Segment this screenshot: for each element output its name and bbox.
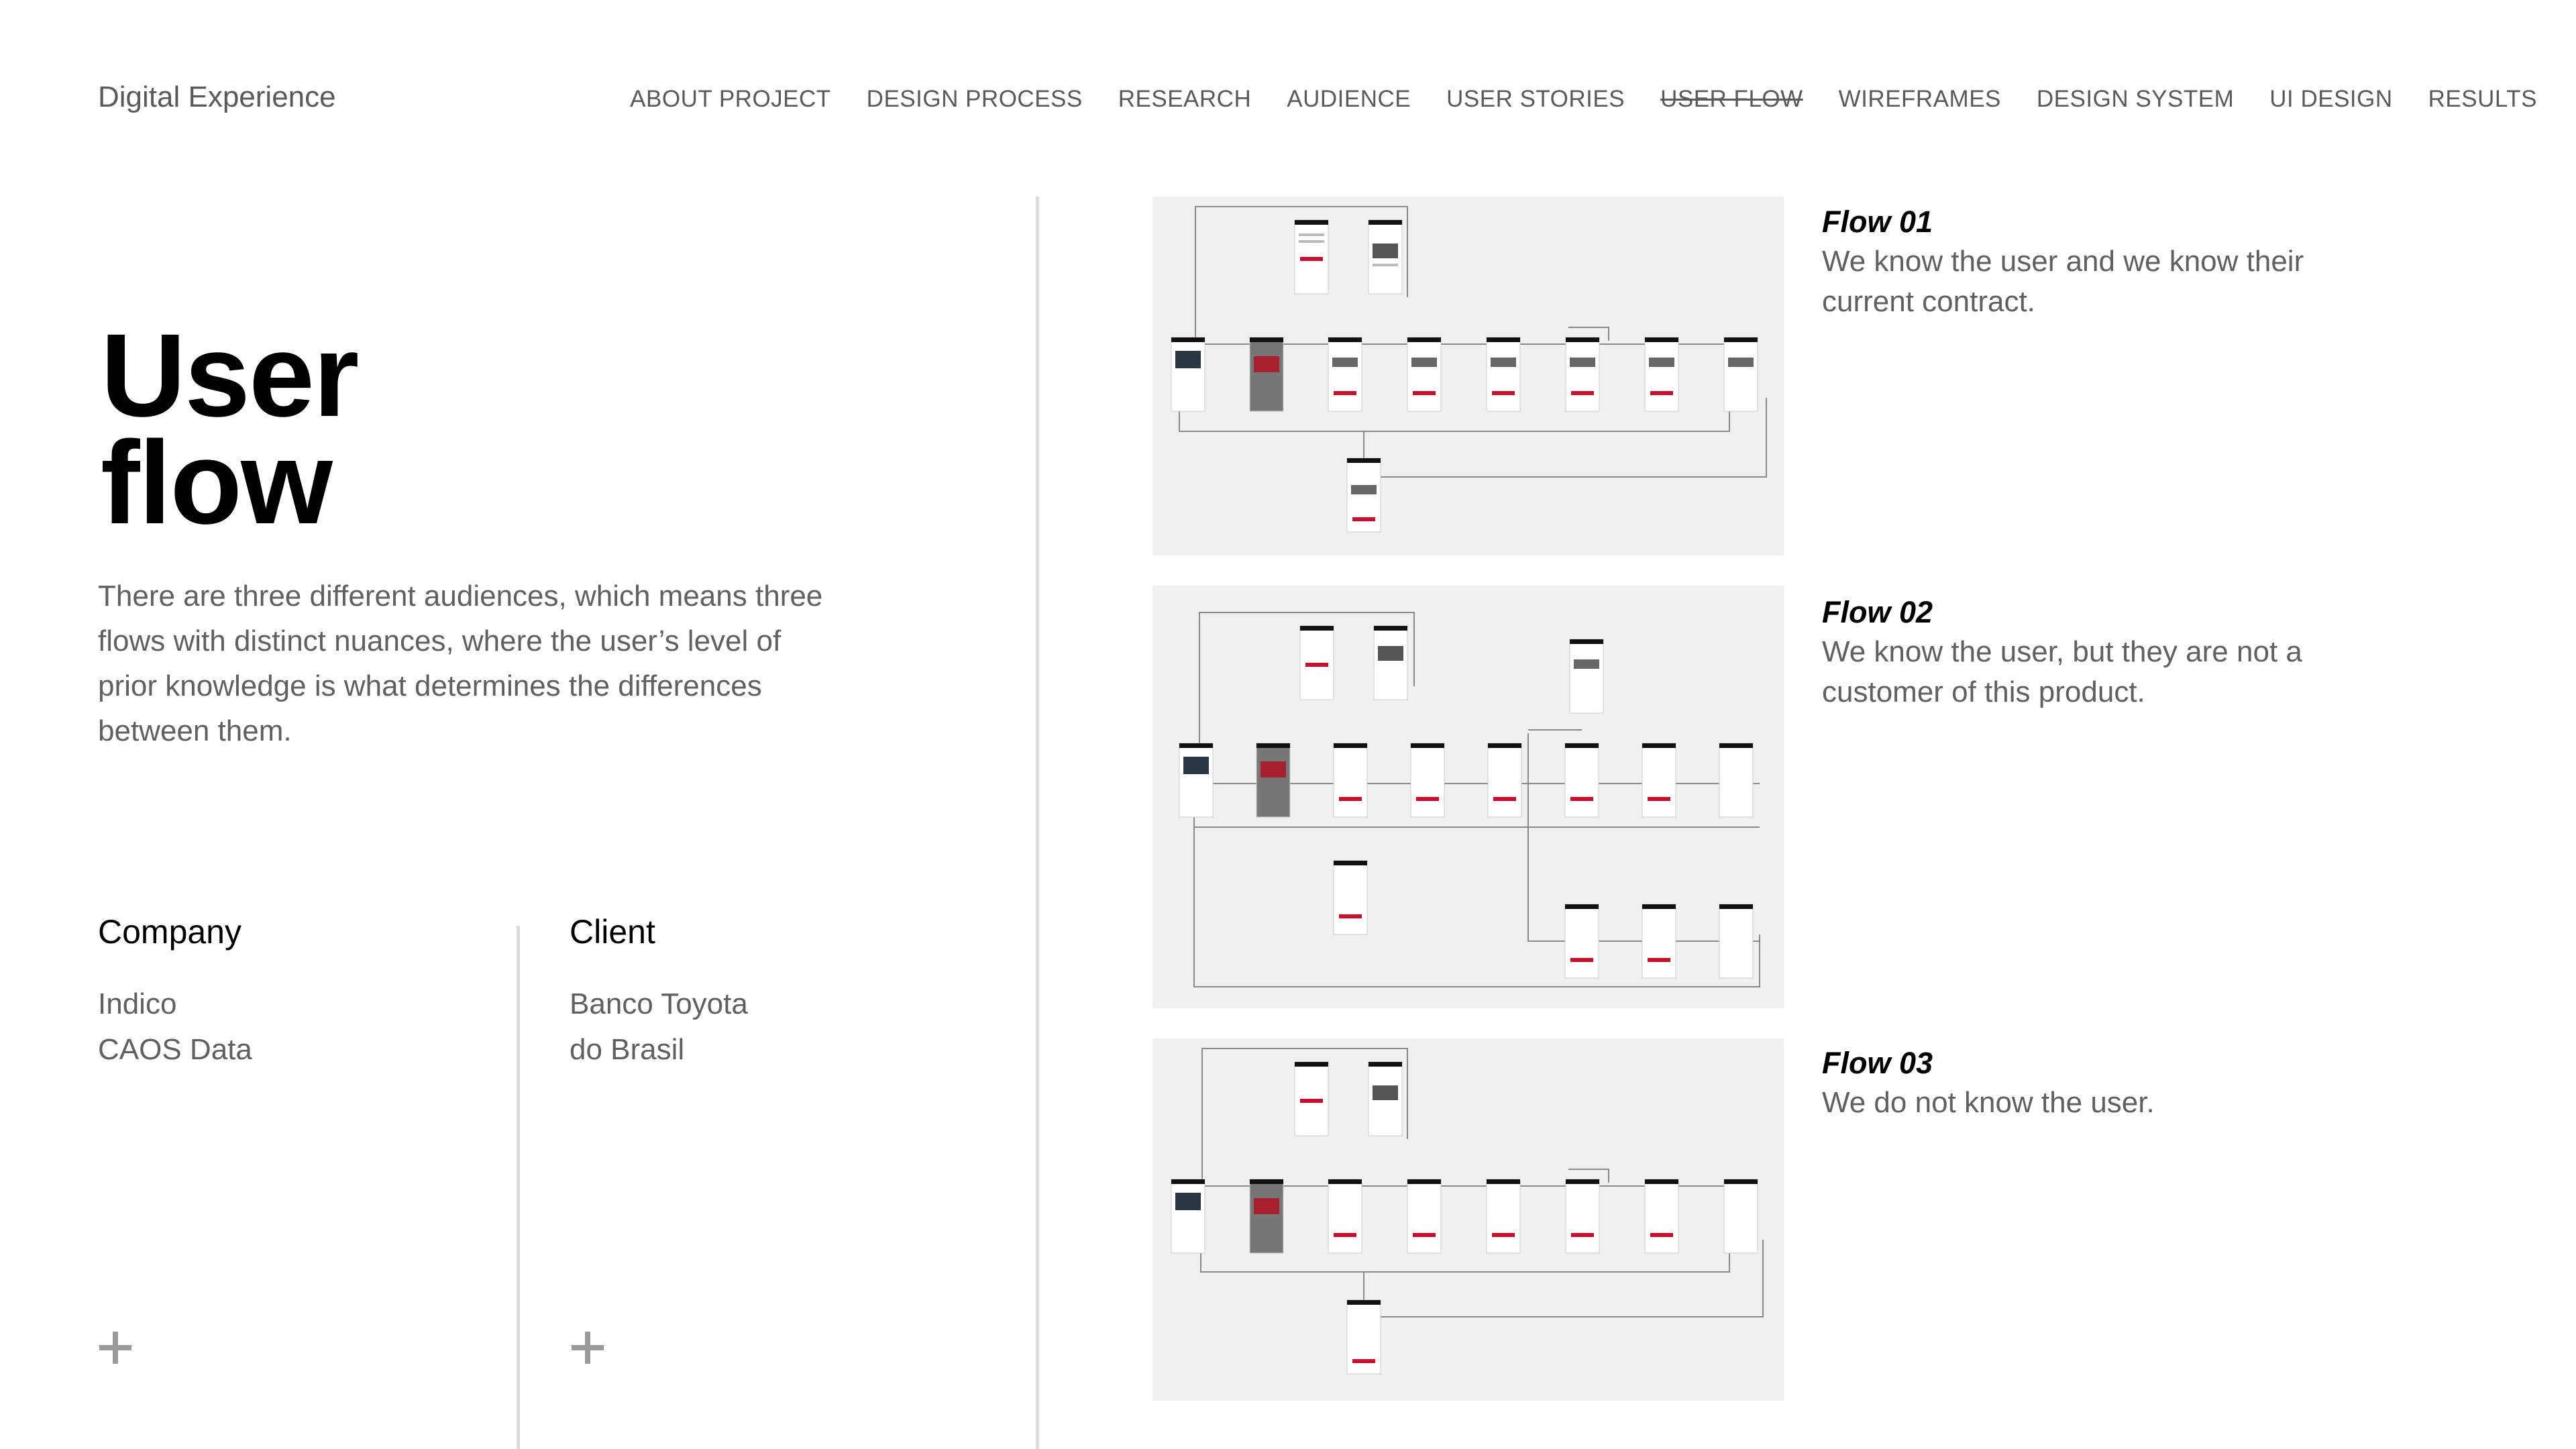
company-block: Company Indico CAOS Data (98, 912, 252, 1073)
flow-03-diagram-svg (1171, 1048, 1764, 1375)
screen-top-2 (1373, 625, 1408, 700)
client-line-1: Banco Toyota (570, 987, 748, 1020)
screen-top-2 (1368, 219, 1403, 294)
flow-03-diagram[interactable] (1152, 1038, 1784, 1401)
nav-results[interactable]: RESULTS (2428, 86, 2537, 112)
flow-03-screens (1171, 1061, 1758, 1375)
screen-row-4 (1410, 743, 1445, 818)
screen-row-8 (1723, 337, 1758, 412)
nav-audience[interactable]: AUDIENCE (1287, 86, 1411, 112)
flow-03-text: Flow 03 We do not know the user. (1822, 1044, 2399, 1123)
screen-row-2 (1256, 743, 1291, 818)
client-line-2: do Brasil (570, 1033, 685, 1066)
screen-row-2 (1249, 1179, 1284, 1254)
nav-design-system[interactable]: DESIGN SYSTEM (2036, 86, 2235, 112)
flow-01-description: We know the user and we know their curre… (1822, 245, 2304, 318)
screen-bottom (1346, 1299, 1381, 1375)
screen-row-3 (1333, 743, 1368, 818)
screen-row-1 (1171, 1179, 1205, 1254)
screen-row-8 (1723, 1179, 1758, 1254)
client-heading: Client (570, 913, 655, 951)
flow-01-screens (1171, 219, 1758, 533)
nav-user-flow[interactable]: USER FLOW (1660, 86, 1803, 112)
client-block: Client Banco Toyota do Brasil (570, 912, 748, 1073)
screen-top-1 (1294, 219, 1329, 294)
brand-title[interactable]: Digital Experience (98, 80, 336, 113)
screen-top-3 (1569, 639, 1604, 714)
flow-02-diagram-svg (1179, 612, 1760, 987)
intro-paragraph: There are three different audiences, whi… (98, 580, 823, 747)
flow-02-screens (1179, 625, 1754, 979)
screen-row-6 (1565, 337, 1600, 412)
flow-01-text: Flow 01 We know the user and we know the… (1822, 203, 2399, 322)
nav-wireframes[interactable]: WIREFRAMES (1838, 86, 2001, 112)
screen-row-7 (1644, 337, 1679, 412)
company-line-1: Indico (98, 987, 177, 1020)
flow-02-text: Flow 02 We know the user, but they are n… (1822, 593, 2399, 712)
top-navigation: ABOUT PROJECT DESIGN PROCESS RESEARCH AU… (630, 86, 2537, 113)
flow-02-description: We know the user, but they are not a cus… (1822, 635, 2302, 708)
screen-top-2 (1368, 1061, 1403, 1136)
flow-01-diagram[interactable] (1152, 197, 1784, 555)
content-divider (1036, 197, 1039, 1449)
screen-row-3 (1328, 337, 1362, 412)
company-expand-plus-icon[interactable] (99, 1332, 131, 1364)
nav-design-process[interactable]: DESIGN PROCESS (866, 86, 1083, 112)
screen-bottom (1346, 458, 1381, 533)
flow-01-diagram-svg (1171, 206, 1767, 533)
screen-row-1 (1179, 743, 1214, 818)
flow-02-label: Flow 02 (1822, 595, 1933, 629)
page-title-line2: flow (101, 417, 333, 549)
screen-row-5 (1487, 743, 1522, 818)
meta-divider (517, 926, 520, 1449)
flow-03-label: Flow 03 (1822, 1046, 1933, 1080)
screen-row-2 (1249, 337, 1284, 412)
screen-top-1 (1299, 625, 1334, 700)
screen-row-7 (1642, 743, 1676, 818)
screen-top-1 (1294, 1061, 1329, 1136)
nav-research[interactable]: RESEARCH (1118, 86, 1252, 112)
screen-row-4 (1407, 337, 1442, 412)
company-line-2: CAOS Data (98, 1033, 252, 1066)
screen-row-5 (1486, 1179, 1521, 1254)
screen-row-4 (1407, 1179, 1442, 1254)
screen-row-1 (1171, 337, 1205, 412)
screen-middle (1333, 860, 1368, 935)
flow-03-description: We do not know the user. (1822, 1086, 2155, 1119)
screen-row-5 (1486, 337, 1521, 412)
page-title: User flow (101, 310, 359, 549)
nav-about-project[interactable]: ABOUT PROJECT (630, 86, 831, 112)
screen-row-6 (1565, 1179, 1600, 1254)
screen-row-3 (1328, 1179, 1362, 1254)
client-expand-plus-icon[interactable] (572, 1332, 604, 1364)
flow-01-label: Flow 01 (1822, 205, 1933, 239)
company-heading: Company (98, 913, 241, 951)
nav-user-stories[interactable]: USER STORIES (1446, 86, 1625, 112)
page-title-line1: User (101, 310, 359, 441)
screen-lower-1 (1564, 904, 1599, 979)
screen-lower-3 (1719, 904, 1754, 979)
screen-row-8 (1719, 743, 1754, 818)
flow-02-diagram[interactable] (1152, 586, 1784, 1008)
nav-ui-design[interactable]: UI DESIGN (2269, 86, 2393, 112)
screen-row-7 (1644, 1179, 1679, 1254)
screen-row-6 (1564, 743, 1599, 818)
screen-lower-2 (1642, 904, 1676, 979)
